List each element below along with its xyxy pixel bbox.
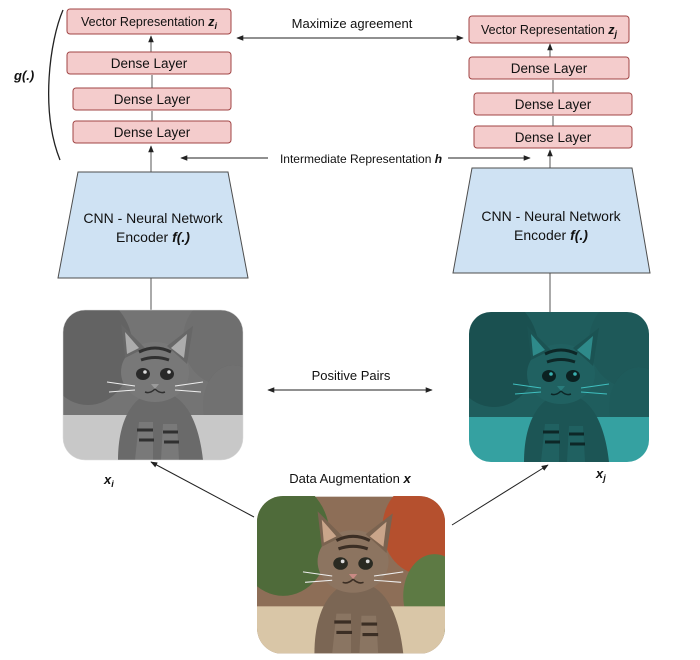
kitten-original-image <box>257 496 445 654</box>
projection-head-label: g(.) <box>13 68 34 83</box>
dense-layer-left-3: Dense Layer <box>111 56 188 71</box>
encoder-right-line1: CNN - Neural Network <box>481 208 621 224</box>
augmentation-arrow-left <box>150 461 255 518</box>
vector-representation-left: Vector Representation zi <box>81 15 217 31</box>
projection-head-brace <box>48 9 64 161</box>
vector-representation-left-box <box>66 8 232 35</box>
augmentation-arrow-right <box>451 464 549 526</box>
encoder-left-line1: CNN - Neural Network <box>83 210 223 226</box>
dense-layer-left-1: Dense Layer <box>114 125 191 140</box>
dense-layer-left-3-box <box>66 51 232 75</box>
data-augmentation-label: Data Augmentation x <box>289 471 411 486</box>
view-label-left: xi <box>103 472 114 489</box>
encoder-left-line2: Encoder f(.) <box>116 229 190 245</box>
dense-layer-right-3-box <box>468 56 630 80</box>
kitten-cyan-image <box>469 312 649 462</box>
view-label-right: xj <box>595 466 606 483</box>
dense-layer-right-3: Dense Layer <box>511 61 588 76</box>
cnn-encoder-left <box>57 171 249 279</box>
cnn-encoder-right <box>452 167 651 274</box>
left-branch: Vector Representation zi Dense Layer Den… <box>57 8 249 489</box>
dense-layer-right-2: Dense Layer <box>515 97 592 112</box>
encoder-right-line2: Encoder f(.) <box>514 227 588 243</box>
vector-representation-right: Vector Representation zj <box>481 23 617 39</box>
dense-layer-left-2: Dense Layer <box>114 92 191 107</box>
right-branch: Vector Representation zj Dense Layer Den… <box>452 15 651 483</box>
vector-representation-right-box <box>468 15 630 44</box>
kitten-grayscale-image <box>63 310 243 460</box>
maximize-agreement-label: Maximize agreement <box>292 16 413 31</box>
intermediate-representation-label: Intermediate Representation h <box>280 152 442 166</box>
dense-layer-right-1: Dense Layer <box>515 130 592 145</box>
positive-pairs-label: Positive Pairs <box>312 368 391 383</box>
